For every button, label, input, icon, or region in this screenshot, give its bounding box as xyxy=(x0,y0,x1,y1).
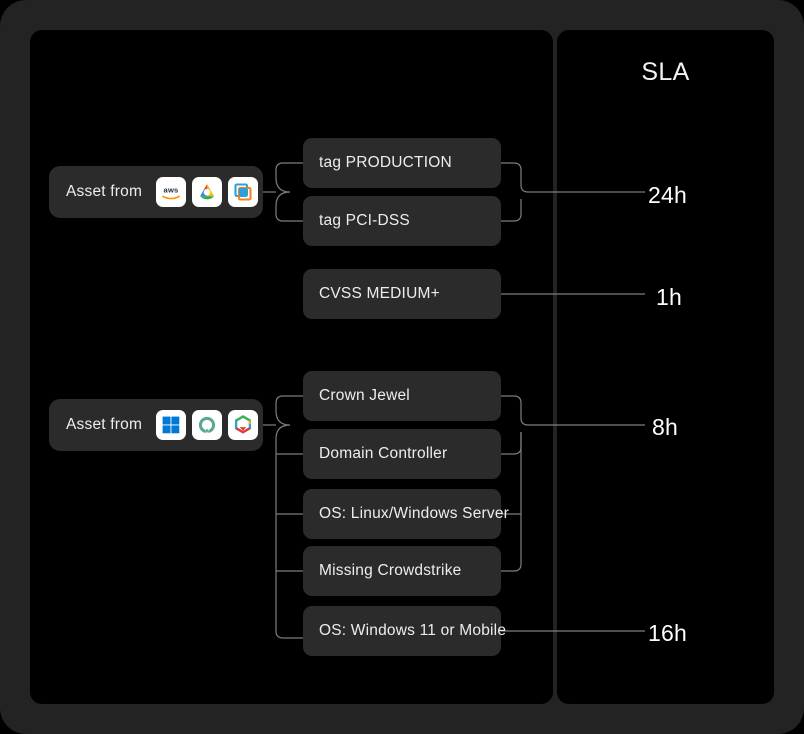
asset-source-label: Asset from xyxy=(66,183,143,200)
asset-source-icon-row: aws xyxy=(156,177,259,207)
condition-label: Crown Jewel xyxy=(319,387,410,404)
google-cloud-icon[interactable] xyxy=(192,177,223,207)
condition-label: OS: Windows 11 or Mobile xyxy=(319,622,507,639)
sla-column-title: SLA xyxy=(641,58,690,86)
asset-source-node-cloud[interactable]: Asset from aws xyxy=(49,166,263,218)
condition-label: Missing Crowdstrike xyxy=(319,562,462,579)
tenable-icon[interactable] xyxy=(228,410,259,440)
condition-node-tag-pci-dss[interactable]: tag PCI-DSS xyxy=(303,196,501,246)
aws-icon[interactable]: aws xyxy=(156,177,187,207)
condition-node-domain-controller[interactable]: Domain Controller xyxy=(303,429,501,479)
condition-label: Domain Controller xyxy=(319,445,448,462)
rules-panel xyxy=(30,30,553,704)
condition-node-os-linux-windows-server[interactable]: OS: Linux/Windows Server xyxy=(303,489,509,539)
sla-value-8h: 8h xyxy=(652,414,678,440)
condition-node-tag-production[interactable]: tag PRODUCTION xyxy=(303,138,501,188)
condition-label: OS: Linux/Windows Server xyxy=(319,505,510,522)
svg-text:aws: aws xyxy=(164,186,179,195)
sla-panel: SLA xyxy=(557,30,774,704)
sla-value-24h: 24h xyxy=(648,182,687,208)
vmware-icon[interactable] xyxy=(228,177,259,207)
windows-icon[interactable] xyxy=(156,410,187,440)
asset-source-label: Asset from xyxy=(66,416,143,433)
asset-source-node-endpoint[interactable]: Asset from xyxy=(49,399,263,451)
sla-value-1h: 1h xyxy=(656,284,682,310)
condition-node-missing-crowdstrike[interactable]: Missing Crowdstrike xyxy=(303,546,501,596)
condition-label: CVSS MEDIUM+ xyxy=(319,285,440,302)
condition-node-os-windows-11-mobile[interactable]: OS: Windows 11 or Mobile xyxy=(303,606,506,656)
qualys-icon[interactable] xyxy=(192,410,223,440)
asset-source-icon-row xyxy=(156,410,259,440)
condition-node-crown-jewel[interactable]: Crown Jewel xyxy=(303,371,501,421)
sla-value-16h: 16h xyxy=(648,620,687,646)
condition-label: tag PCI-DSS xyxy=(319,212,410,229)
condition-node-cvss-medium[interactable]: CVSS MEDIUM+ xyxy=(303,269,501,319)
condition-label: tag PRODUCTION xyxy=(319,154,452,171)
